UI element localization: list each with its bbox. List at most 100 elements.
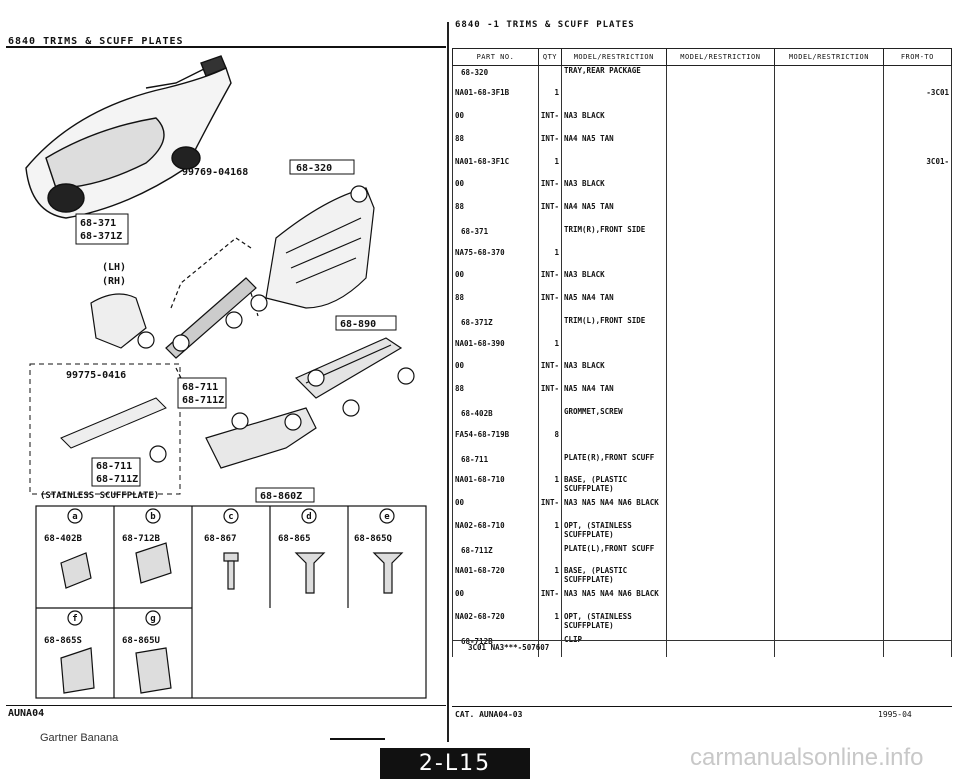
header-part-no: PART NO.	[452, 48, 539, 66]
cell-m1: NA3 BLACK	[563, 270, 605, 280]
table-row: 00 INT- NA3 NA5 NA4 NA6 BLACK	[452, 498, 953, 521]
right-page-title: 6840 -1 TRIMS & SCUFF PLATES	[455, 20, 635, 30]
cell-part: NA01-68-3F1B	[455, 88, 510, 98]
cell-m1: GROMMET,SCREW	[563, 406, 623, 416]
cell-from: 3C01-	[926, 156, 949, 166]
callout-68-711Z: 68-711Z	[182, 395, 224, 406]
callout-68-371Z: 68-371Z	[80, 231, 122, 242]
header-qty: QTY	[537, 48, 562, 66]
fastener-68-865: 68-865	[278, 534, 311, 544]
cell-part: 88	[455, 202, 465, 212]
header-model-2: MODEL/RESTRICTION	[665, 48, 776, 66]
letter-callout-circles	[67, 185, 415, 626]
callout-68-371: 68-371	[80, 218, 116, 229]
cell-m1: NA5 NA4 TAN	[563, 293, 614, 303]
cell-qty: 1	[554, 475, 559, 485]
label-rh: (RH)	[102, 276, 126, 287]
copyright-text: Gartner Banana	[40, 732, 119, 744]
header-model-1: MODEL/RESTRICTION	[560, 48, 667, 66]
cell-qty: 1	[554, 338, 559, 348]
letter-c: c	[228, 512, 233, 522]
cell-m1: OPT, (STAINLESS SCUFFPLATE)	[563, 520, 632, 539]
cell-m1: OPT, (STAINLESS SCUFFPLATE)	[563, 611, 632, 630]
page-number-tab: 2-L15	[380, 748, 530, 779]
cell-m1: PLATE(L),FRONT SCUFF	[563, 543, 655, 553]
table-footnote: 3C01 NA3***-507607	[468, 643, 550, 652]
fastener-68-402B: 68-402B	[44, 534, 83, 544]
fastener-68-712B: 68-712B	[122, 534, 161, 544]
cell-part: 00	[455, 111, 465, 121]
cell-part: 68-371	[461, 226, 489, 236]
cell-part: 00	[455, 498, 465, 508]
table-row: NA02-68-710 1 OPT, (STAINLESS SCUFFPLATE)	[452, 520, 953, 544]
cell-part: FA54-68-719B	[455, 429, 510, 439]
label-stainless-scuffplate: (STAINLESS SCUFFPLATE)	[40, 491, 159, 501]
cell-part: 68-320	[461, 68, 489, 77]
car-illustration	[25, 55, 232, 219]
cell-qty: INT-	[540, 179, 559, 189]
cell-part: 00	[455, 179, 465, 189]
callout-68-711Z-stainless: 68-711Z	[96, 474, 138, 485]
cell-qty: INT-	[540, 293, 559, 303]
left-catalog-code: AUNA04	[8, 708, 45, 719]
cell-qty: 1	[554, 566, 559, 576]
scuff-rail	[165, 237, 259, 389]
table-row: 68-371 TRIM(R),FRONT SIDE	[452, 224, 953, 248]
rear-package-tray	[265, 187, 375, 309]
parts-diagram: 68-320 99769-04168 68-371 68-371Z (LH) (…	[25, 55, 427, 699]
cell-part: 00	[455, 589, 465, 599]
right-bottom-rule	[452, 706, 952, 707]
cell-part: 68-371Z	[461, 317, 493, 327]
callout-68-860Z: 68-860Z	[260, 491, 302, 502]
cell-m1: TRIM(L),FRONT SIDE	[563, 315, 646, 325]
cell-m1: NA4 NA5 TAN	[563, 202, 614, 212]
table-bottom-rule	[452, 640, 952, 641]
table-row: FA54-68-719B 8	[452, 429, 953, 453]
watermark: carmanualsonline.info	[690, 744, 924, 771]
callout-68-890: 68-890	[340, 319, 376, 330]
cell-part: 88	[455, 384, 465, 394]
cell-qty: 1	[554, 520, 559, 530]
fastener-68-865U: 68-865U	[122, 636, 160, 646]
cell-m1: NA3 NA5 NA4 NA6 BLACK	[563, 498, 659, 508]
cell-qty: 1	[554, 156, 559, 166]
cell-qty: INT-	[540, 361, 559, 371]
cell-part: 00	[455, 361, 465, 371]
letter-e: e	[384, 512, 390, 522]
letter-a: a	[72, 512, 77, 522]
cell-qty: INT-	[540, 270, 559, 280]
cell-part: NA02-68-710	[455, 520, 505, 530]
table-row: NA01-68-710 1 BASE, (PLASTIC SCUFFPLATE)	[452, 475, 953, 499]
cell-m1: NA3 BLACK	[563, 361, 605, 371]
table-row: 00 INT- NA3 BLACK	[452, 179, 953, 203]
callout-68-711: 68-711	[182, 382, 218, 393]
cell-qty: INT-	[540, 498, 559, 508]
rail-68-890	[294, 337, 403, 399]
letter-g: g	[150, 614, 155, 624]
fastener-68-865Q: 68-865Q	[354, 534, 393, 544]
cell-qty: INT-	[540, 384, 559, 394]
parts-table: PART NO. QTY MODEL/RESTRICTION MODEL/RES…	[452, 48, 953, 658]
fastener-68-865S: 68-865S	[44, 636, 82, 646]
cell-qty: 8	[554, 429, 559, 439]
cell-m1: NA3 BLACK	[563, 179, 605, 189]
cell-part: 88	[455, 133, 465, 143]
cell-m1: BASE, (PLASTIC SCUFFPLATE)	[563, 475, 628, 494]
cell-m1: NA4 NA5 TAN	[563, 133, 614, 143]
table-row: 68-371Z TRIM(L),FRONT SIDE	[452, 315, 953, 339]
cell-qty: INT-	[540, 111, 559, 121]
cell-qty: INT-	[540, 133, 559, 143]
catalog-date: 1995-04	[878, 710, 912, 719]
cell-part: NA01-68-710	[455, 475, 505, 485]
cell-m1: TRIM(R),FRONT SIDE	[563, 224, 646, 234]
